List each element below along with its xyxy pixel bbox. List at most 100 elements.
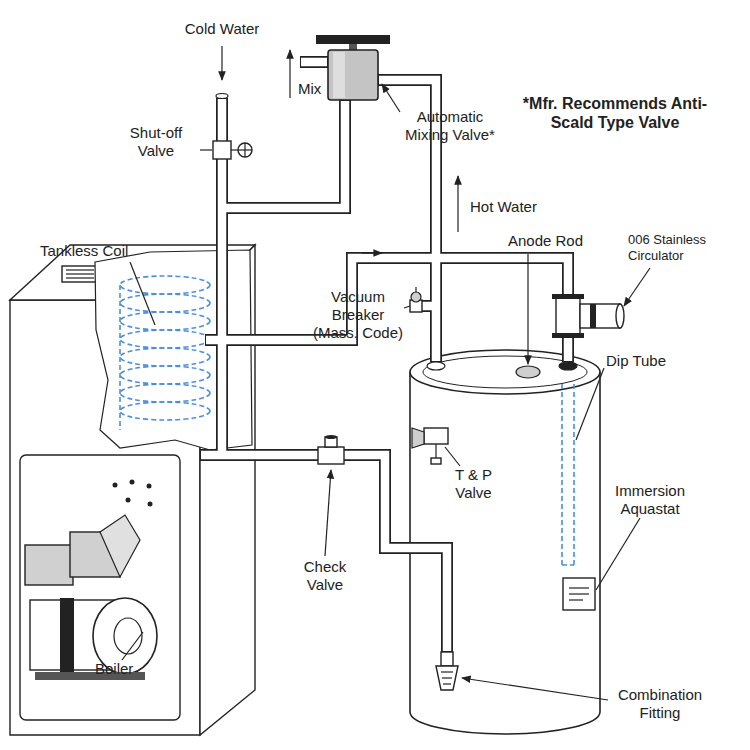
tp-valve <box>412 428 448 464</box>
leader-line <box>325 470 331 556</box>
check-valve <box>318 447 344 464</box>
vacuum-breaker <box>415 287 416 292</box>
tp-valve <box>412 428 424 448</box>
immersion-aquastat <box>569 593 589 594</box>
tankless-coil <box>120 330 210 348</box>
oil-burner <box>25 545 73 585</box>
part-label: T & P Valve <box>446 466 501 502</box>
pipe-end <box>427 362 445 370</box>
circulator-pump <box>552 333 584 338</box>
oil-burner <box>60 598 74 672</box>
leader-line <box>122 46 650 700</box>
part-label: Tankless Coil <box>40 242 150 260</box>
check-valve <box>325 435 337 439</box>
pipe-outline <box>300 56 328 68</box>
immersion-aquastat <box>563 578 595 610</box>
leader-line <box>404 306 410 308</box>
tankless-coil <box>120 384 210 402</box>
pipe-outline <box>222 100 345 208</box>
circulator-pump <box>552 294 584 299</box>
boiler-cabinet <box>62 266 98 282</box>
leader-line <box>457 176 458 232</box>
boiler-cabinet <box>147 484 152 489</box>
boiler-cabinet <box>20 455 180 720</box>
dip-tube <box>562 384 574 565</box>
part-label: *Mfr. Recommends Anti-Scald Type Valve <box>520 94 710 132</box>
combination-fitting <box>436 652 458 690</box>
boiler-cabinet <box>126 498 131 503</box>
combination-fitting <box>443 683 451 684</box>
boiler-cutaway <box>95 250 252 450</box>
tankless-coil <box>120 276 210 294</box>
vacuum-breaker <box>410 287 422 312</box>
pipe-outline <box>205 258 568 362</box>
combination-fitting <box>441 671 453 672</box>
part-label: 006 Stainless Circulator <box>628 232 738 264</box>
leader-line <box>289 50 290 98</box>
part-label: Shut-off Valve <box>112 124 200 160</box>
circulator-pump <box>552 294 624 338</box>
circulator-pump <box>580 304 620 328</box>
pipe-bore <box>222 101 345 208</box>
part-label: Combination Fitting <box>605 686 715 722</box>
leader-line <box>527 254 528 364</box>
leader-line <box>130 262 155 325</box>
part-label: Boiler <box>95 660 155 678</box>
leader-line <box>462 678 608 700</box>
shut-off-valve <box>213 141 252 159</box>
immersion-aquastat <box>569 587 589 588</box>
part-label: Dip Tube <box>606 352 696 370</box>
shut-off-valve <box>238 143 252 157</box>
dip-tube <box>562 564 574 566</box>
leader-line <box>382 84 400 112</box>
circulator-pump <box>556 296 580 336</box>
mixing-valve <box>328 50 378 100</box>
part-label: Automatic Mixing Valve* <box>395 108 505 144</box>
leader-line <box>576 368 604 440</box>
boiler-cabinet <box>130 480 135 485</box>
pipe-end <box>216 94 228 99</box>
combination-fitting <box>442 677 452 678</box>
boiler-cabinet <box>66 277 94 278</box>
check-valve <box>318 435 344 464</box>
part-label: Hot Water <box>470 198 560 216</box>
tankless-coil <box>120 366 210 384</box>
tankless-coil <box>119 285 121 430</box>
leader-line <box>624 268 650 306</box>
immersion-aquastat <box>569 599 583 600</box>
oil-burner <box>114 618 142 654</box>
pipe-bore <box>301 58 327 67</box>
part-label: Vacuum Breaker (Mass. Code) <box>312 288 404 342</box>
leader-line <box>200 149 212 150</box>
circulator-pump <box>590 304 596 328</box>
tp-valve <box>424 428 448 444</box>
oil-burner <box>100 515 140 577</box>
tankless-coil <box>120 312 210 330</box>
leader-line <box>122 632 143 660</box>
pipe-outline <box>200 455 447 652</box>
dip-tube <box>561 384 563 565</box>
pipe-bore <box>201 62 568 651</box>
tankless-coil <box>120 276 210 430</box>
boiler-cutaway <box>95 250 252 450</box>
oil-burner <box>25 515 157 680</box>
mixing-valve <box>316 35 390 44</box>
mixing-valve <box>333 52 345 98</box>
boiler-cabinet <box>66 269 94 270</box>
pipe-end <box>559 362 577 370</box>
combination-fitting <box>441 652 453 666</box>
immersion-aquastat <box>563 578 595 610</box>
part-label: Check Valve <box>290 558 360 594</box>
circulator-pump <box>616 304 624 328</box>
part-label: Immersion Aquastat <box>600 482 700 518</box>
shut-off-valve <box>213 141 231 159</box>
combination-fitting <box>436 666 458 690</box>
mixing-valve <box>316 35 390 100</box>
boiler-cabinet <box>113 483 118 488</box>
tankless-coil <box>120 294 210 312</box>
part-label: Mix <box>298 80 338 98</box>
pipe-outline <box>200 62 568 652</box>
anode-rod <box>516 366 540 378</box>
